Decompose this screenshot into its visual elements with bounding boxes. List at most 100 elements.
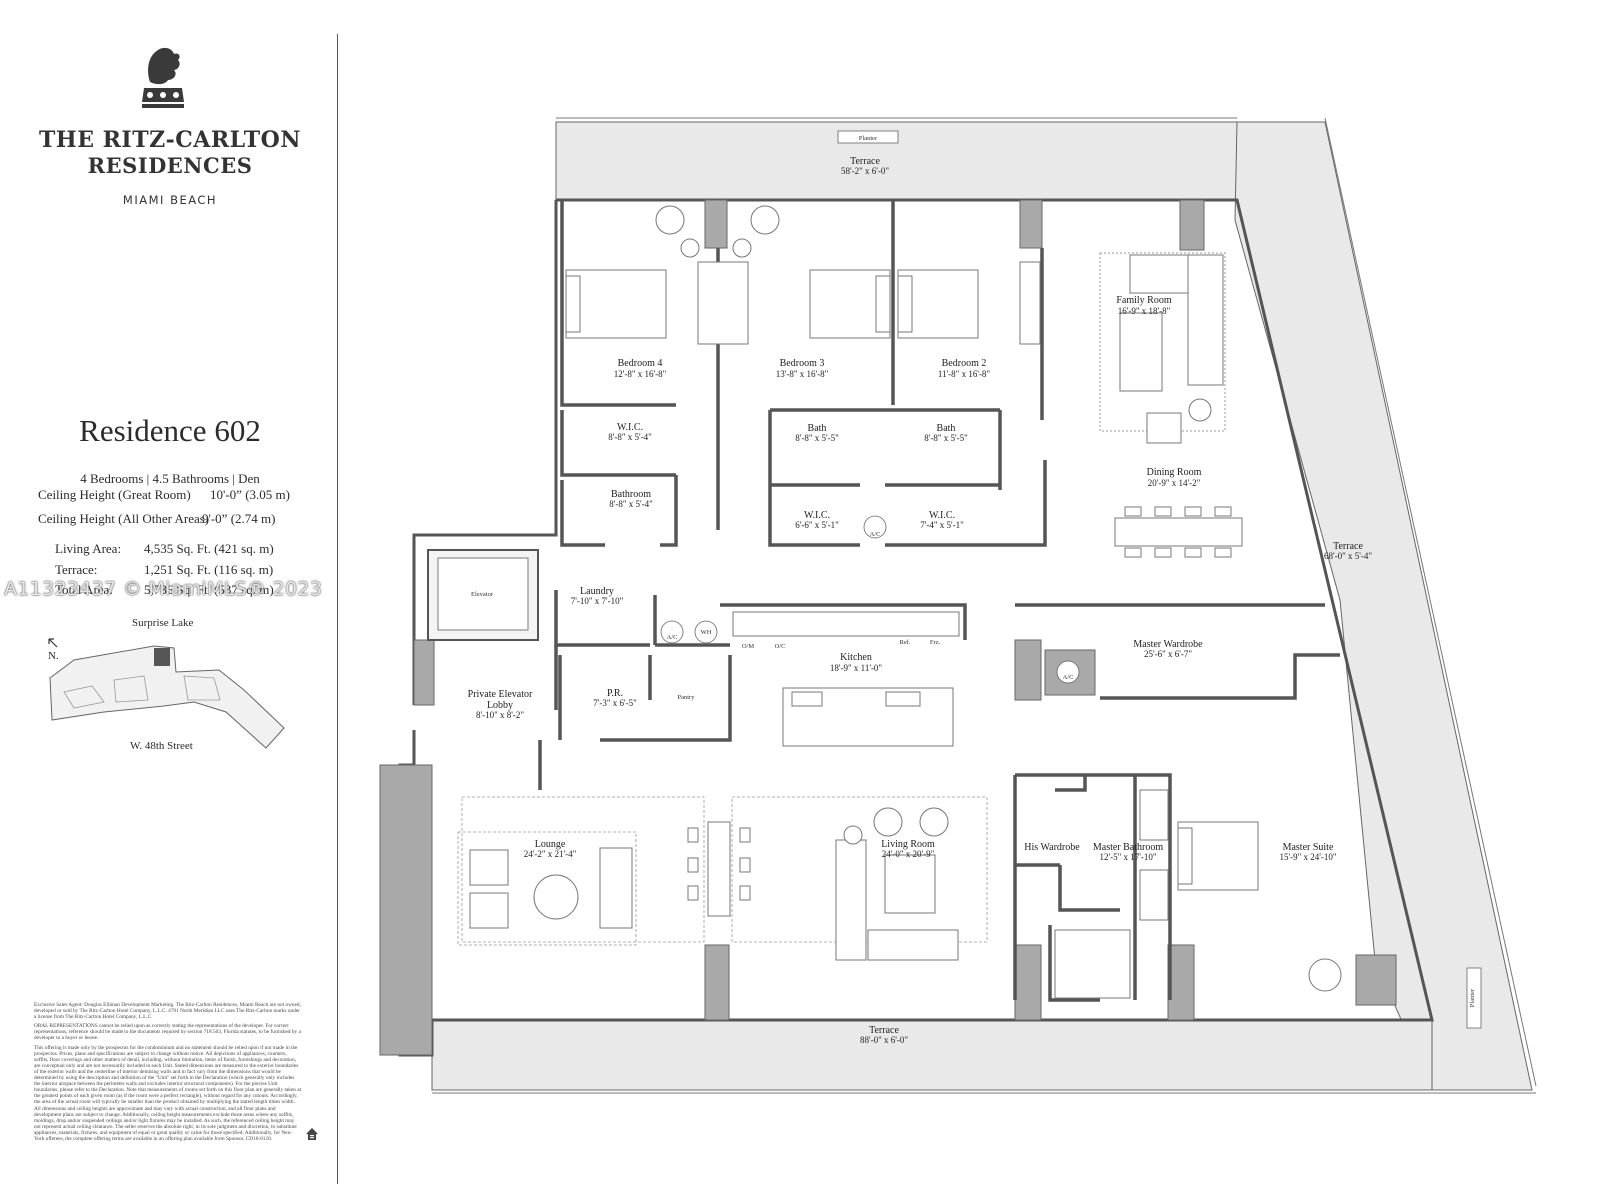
info-sidebar: THE RITZ-CARLTON RESIDENCES MIAMI BEACH … <box>0 0 340 1200</box>
total-area-value: 5,786 Sq. Ft. (537 sq. m) <box>144 582 274 597</box>
family-room-label: Family Room <box>1116 295 1172 306</box>
master-wardrobe-dim: 25'-6" x 6'-7" <box>1144 649 1192 659</box>
water-heater-label: WH <box>701 629 712 636</box>
terrace-area-label: Terrace: <box>55 562 98 577</box>
legal-disclaimer: Exclusive Sales Agent: Douglas Elliman D… <box>34 1002 302 1145</box>
lounge-label: Lounge <box>535 839 566 850</box>
terrace-south-label: Terrace <box>869 1025 899 1036</box>
sidebar-divider <box>337 34 338 1184</box>
powder-room-label: P.R. <box>607 688 623 699</box>
keyplan-bottom-label: W. 48th Street <box>130 740 193 752</box>
elevator-label: Elevator <box>471 591 494 598</box>
lobby-dim: 8'-10" x 8'-2" <box>476 710 524 720</box>
ceiling-great-value: 10'-0” (3.05 m) <box>210 487 290 502</box>
master-suite-label: Master Suite <box>1283 842 1334 853</box>
equal-housing-icon <box>306 1128 318 1140</box>
interior-walls <box>538 200 1340 1002</box>
bathroom-bedroom4-dim: 8'-8" x 5'-4" <box>609 499 653 509</box>
kitchen-label: Kitchen <box>840 652 872 663</box>
terrace-north-label: Terrace <box>850 156 880 167</box>
ac-laundry-label: A/C <box>667 634 678 641</box>
north-arrow-icon <box>48 638 58 648</box>
living-room-dim: 24'-0" x 20'-9" <box>882 849 935 859</box>
wic-bedroom4-label: W.I.C. <box>617 422 643 433</box>
bath-bedroom3-label: Bath <box>808 423 827 434</box>
bed-bedroom4 <box>565 269 667 339</box>
refrigerator-label: Ref. <box>899 639 910 646</box>
furniture <box>469 205 1342 999</box>
oven-microwave-label: O/M <box>742 643 755 650</box>
oven-combo-label: O/C <box>775 643 786 650</box>
ac-master-label: A/C <box>1063 674 1074 681</box>
his-wardrobe-label: His Wardrobe <box>1024 842 1080 853</box>
family-room-dim: 16'-9" x 18'-8" <box>1118 306 1171 316</box>
planter-east-label: Planter <box>1469 988 1476 1007</box>
mls-watermark: A11323437 © MiamiMLS® 2023 <box>4 578 323 600</box>
disclaimer-paragraph: Exclusive Sales Agent: Douglas Elliman D… <box>34 1002 301 1021</box>
freezer-label: Frz. <box>930 639 941 646</box>
terrace-edges <box>432 117 1537 1094</box>
residence-title: Residence 602 <box>79 413 261 448</box>
terrace-north-dim: 58'-2" x 6'-0" <box>841 166 889 176</box>
powder-room-dim: 7'-3" x 6'-5" <box>593 698 637 708</box>
ceiling-other-label: Ceiling Height (All Other Areas) <box>38 511 210 526</box>
master-wardrobe-label: Master Wardrobe <box>1133 639 1203 650</box>
terrace-south-dim: 88'-0" x 6'-0" <box>860 1035 908 1045</box>
living-area-value: 4,535 Sq. Ft. (421 sq. m) <box>144 541 274 556</box>
lobby-label-2: Lobby <box>487 700 513 711</box>
dining-room-dim: 20'-9" x 14'-2" <box>1148 478 1201 488</box>
ceiling-great-label: Ceiling Height (Great Room) <box>38 487 191 502</box>
lounge-table <box>533 874 579 920</box>
master-bathroom-dim: 12'-5" x 17'-10" <box>1099 852 1156 862</box>
keyplan-map <box>49 645 285 749</box>
disclaimer-paragraph: This offering is made only by the prospe… <box>34 1044 302 1142</box>
north-indicator: N. <box>48 650 59 662</box>
bathroom-bedroom4-label: Bathroom <box>611 489 651 500</box>
planter-north <box>837 130 899 144</box>
dining-room-label: Dining Room <box>1147 467 1202 478</box>
structural-columns <box>379 199 1397 1056</box>
bedroom2-label: Bedroom 2 <box>942 358 987 369</box>
wic-bedroom4-dim: 8'-8" x 5'-4" <box>608 432 652 442</box>
ac-bedroom-label: A/C <box>870 531 881 538</box>
kitchen-dim: 18'-9" x 11'-0" <box>830 663 883 673</box>
bath-bedroom3-dim: 8'-8" x 5'-5" <box>795 433 839 443</box>
terrace-east-dim: 68'-0" x 5'-4" <box>1324 551 1372 561</box>
planter-east <box>1466 967 1482 1029</box>
wic-bedroom2-dim: 7'-4" x 5'-1" <box>920 520 964 530</box>
living-room-label: Living Room <box>881 839 935 850</box>
wic-bedroom2-label: W.I.C. <box>929 510 955 521</box>
bedroom4-label: Bedroom 4 <box>618 358 663 369</box>
planter-north-label: Planter <box>859 135 878 142</box>
bath-bedroom2-dim: 8'-8" x 5'-5" <box>924 433 968 443</box>
ceiling-other-value: 9'-0” (2.74 m) <box>202 511 276 526</box>
bedroom3-dim: 13'-8" x 16'-8" <box>776 369 829 379</box>
residence-summary: 4 Bedrooms | 4.5 Bathrooms | Den <box>80 471 260 486</box>
bedroom3-label: Bedroom 3 <box>780 358 825 369</box>
bedroom2-dim: 11'-8" x 16'-8" <box>938 369 991 379</box>
living-area-label: Living Area: <box>55 541 122 556</box>
wic-bedroom3-dim: 6'-6" x 5'-1" <box>795 520 839 530</box>
terrace-south-area <box>431 1019 1433 1091</box>
wic-bedroom3-label: W.I.C. <box>804 510 830 521</box>
room-labels: Terrace 58'-2" x 6'-0" Planter Bedroom 4… <box>468 135 1476 1045</box>
bedroom4-dim: 12'-8" x 16'-8" <box>614 369 667 379</box>
lobby-label-1: Private Elevator <box>468 689 533 700</box>
lion-crown-logo-icon <box>142 47 184 108</box>
keyplan-top-label: Surprise Lake <box>132 617 194 629</box>
laundry-label: Laundry <box>580 586 614 597</box>
terrace-east-label: Terrace <box>1333 541 1363 552</box>
bath-bedroom2-label: Bath <box>937 423 956 434</box>
pantry-label: Pantry <box>678 694 696 701</box>
brand-name-line2: RESIDENCES <box>87 153 253 178</box>
terrace-areas <box>431 121 1533 1091</box>
laundry-dim: 7'-10" x 7'-10" <box>571 596 624 606</box>
lounge-dim: 24'-2" x 21'-4" <box>524 849 577 859</box>
master-suite-dim: 15'-9" x 24'-10" <box>1279 852 1336 862</box>
disclaimer-paragraph: ORAL REPRESENTATIONS cannot be relied up… <box>34 1023 301 1042</box>
total-area-label: Total Area: <box>55 582 113 597</box>
brand-name-line1: THE RITZ-CARLTON <box>39 127 301 153</box>
elevator-cab <box>427 549 539 641</box>
master-bathroom-label: Master Bathroom <box>1093 842 1163 853</box>
